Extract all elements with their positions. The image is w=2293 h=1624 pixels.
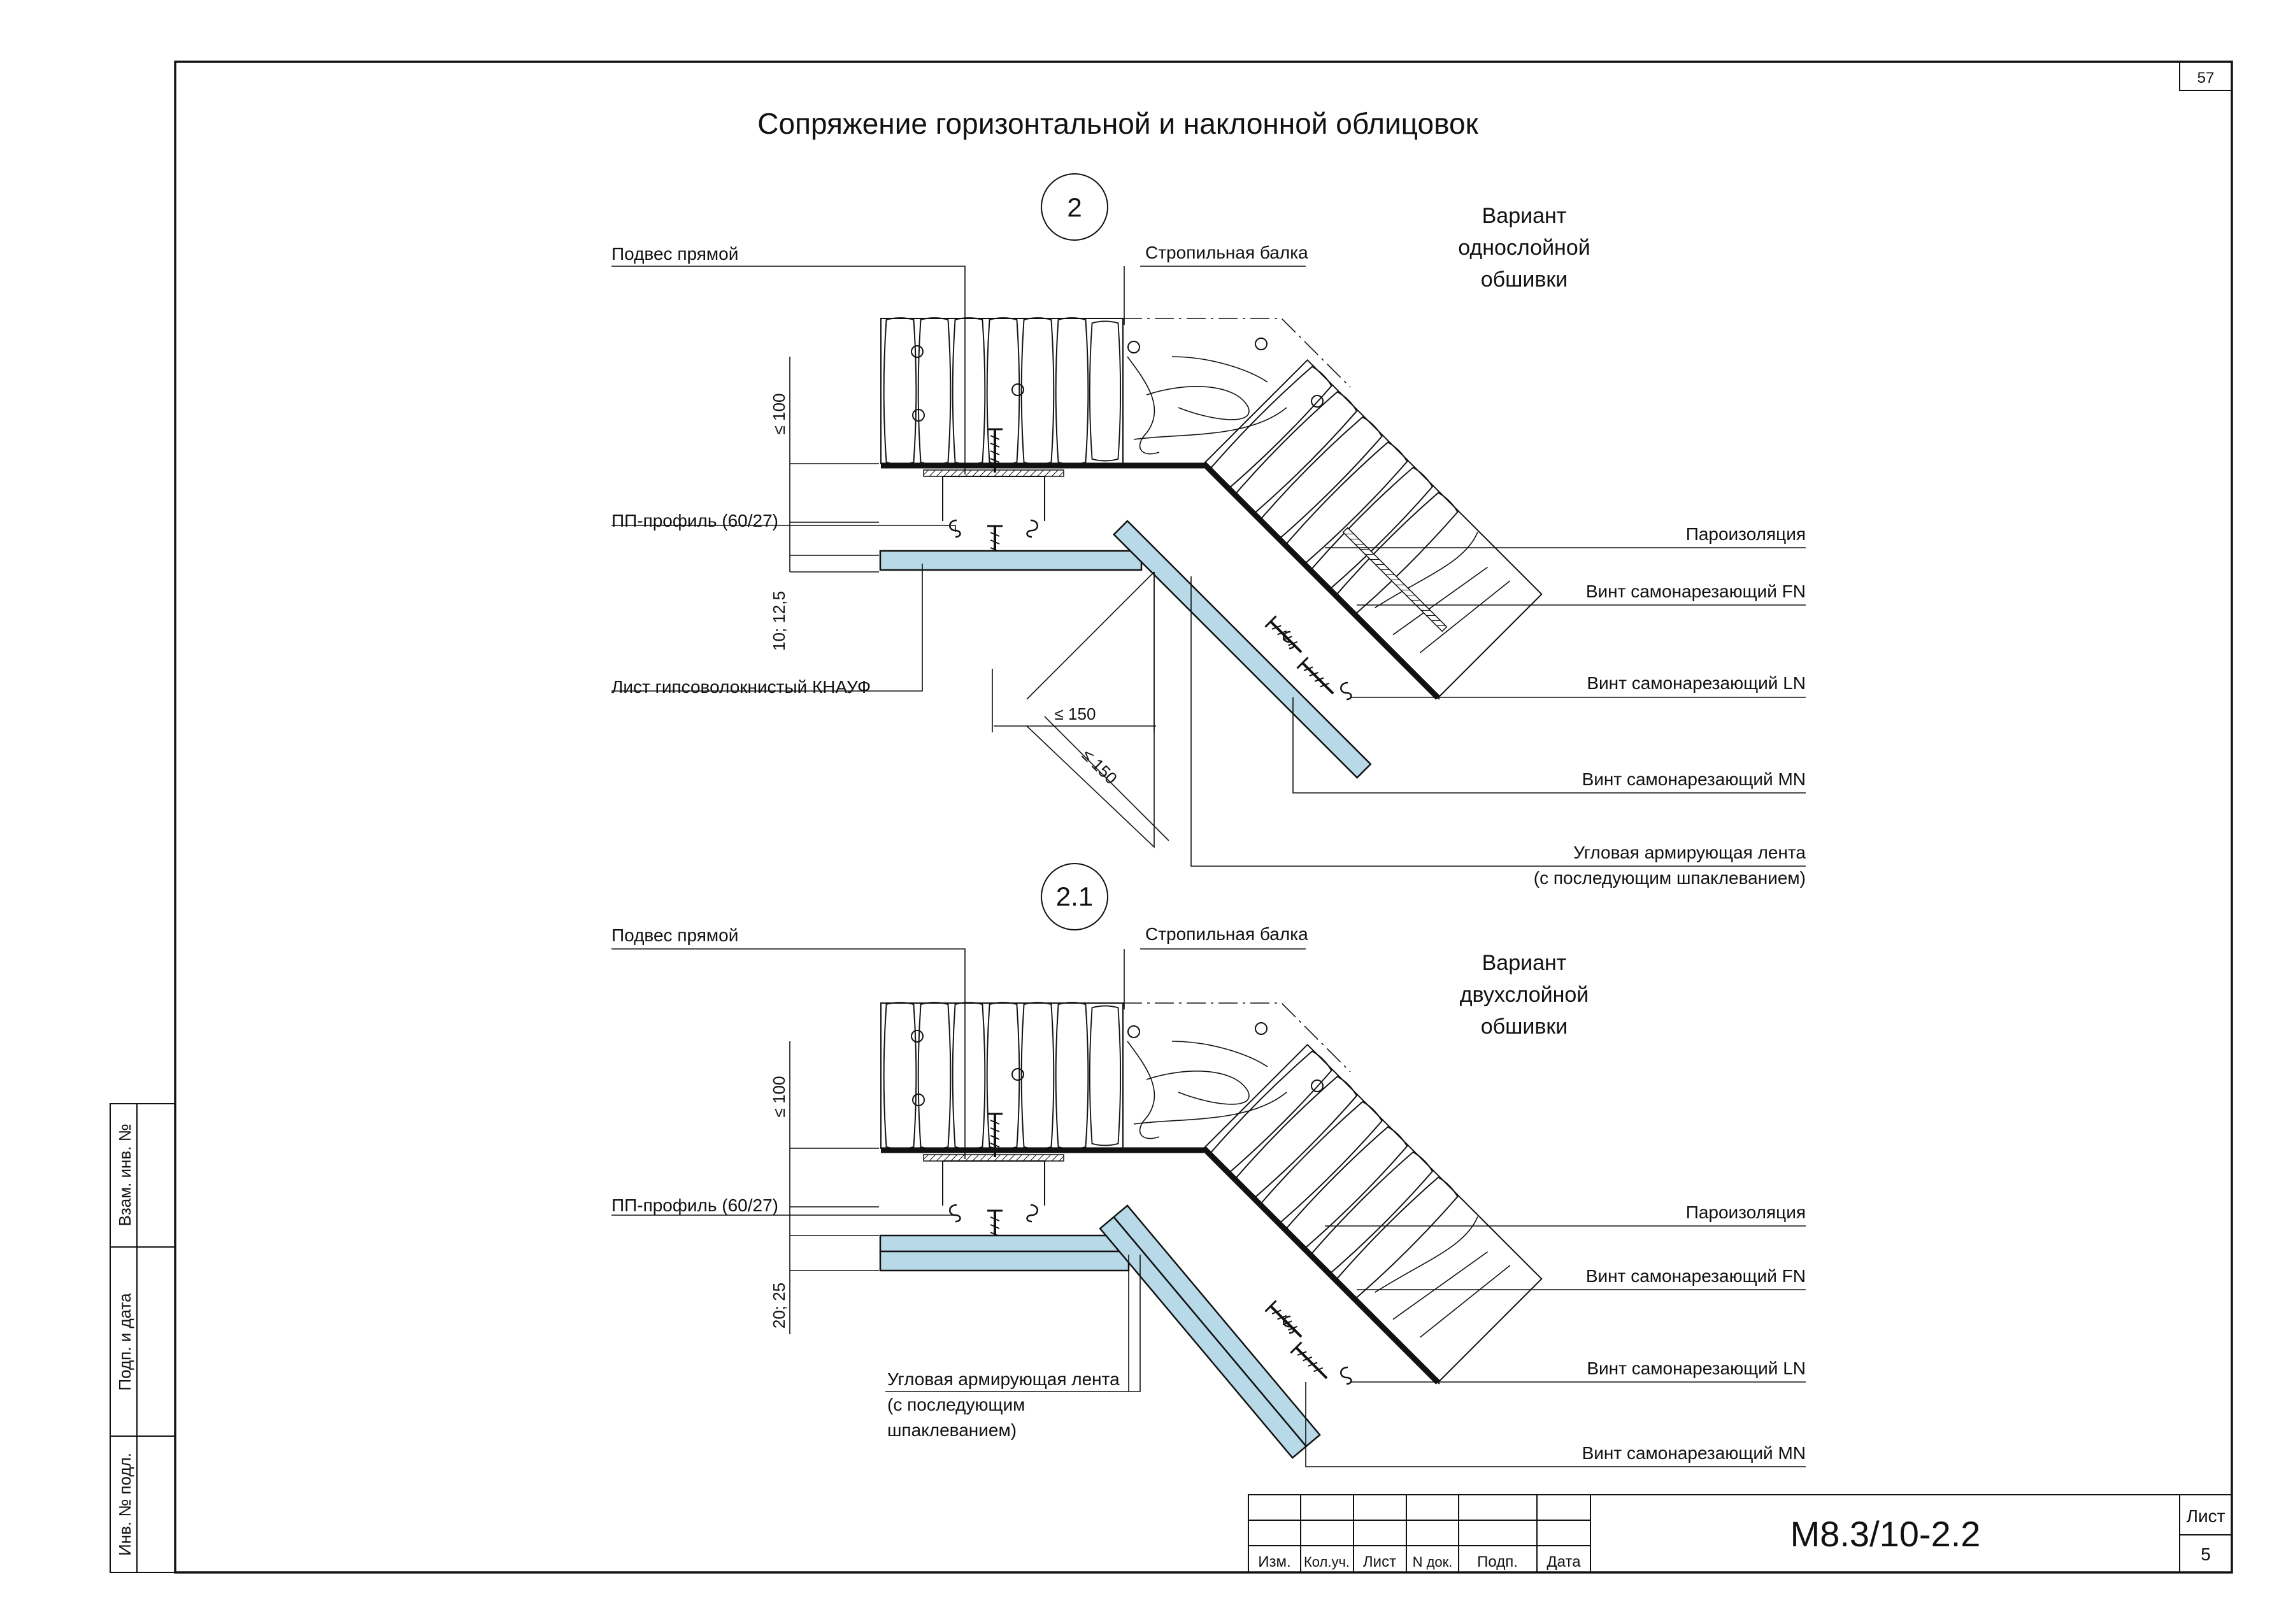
label-profile-2: ПП-профиль (60/27) — [611, 511, 778, 531]
label-screw-mn-2: Винт самонарезающий MN — [1582, 769, 1806, 789]
variant-21-line2: двухслойной — [1460, 983, 1589, 1007]
label-tape-21b: (с последующим — [887, 1395, 1025, 1414]
detail-2-1: 2.1 Подвес прямой Стропильная балка ПП-п… — [611, 863, 1806, 1467]
dim-offset-h-2: ≤ 150 — [1055, 704, 1096, 723]
dim-board-21: 20; 25 — [769, 1283, 789, 1328]
label-profile-21: ПП-профиль (60/27) — [611, 1195, 778, 1215]
tb-sheet-value: 5 — [2201, 1544, 2211, 1564]
page-title: Сопряжение горизонтальной и наклонной об… — [757, 107, 1478, 140]
detail-2-geometry — [881, 318, 1542, 699]
horizontal-board — [879, 550, 1143, 571]
title-block: Изм. Кол.уч. Лист N док. Подп. Дата М8.3… — [1248, 1494, 2232, 1573]
label-screw-fn-2: Винт самонарезающий FN — [1586, 581, 1806, 601]
dim-board-2: 10; 12,5 — [769, 591, 789, 651]
side-stamp-inv: Инв. № подл. — [115, 1453, 134, 1556]
detail-2: 2 Подвес прямой Стропильная балка ПП-про… — [611, 173, 1806, 888]
label-screw-fn-21: Винт самонарезающий FN — [1586, 1266, 1806, 1286]
tb-sheet-label: Лист — [2187, 1506, 2225, 1526]
label-screw-ln-2: Винт самонарезающий LN — [1587, 673, 1806, 693]
label-tape-2b: (с последующим шпаклеванием) — [1534, 868, 1806, 888]
detail-marker-2-1 — [1041, 863, 1108, 930]
variant-2-line1: Вариант — [1482, 204, 1567, 228]
tb-drawing-code: М8.3/10-2.2 — [1790, 1514, 1981, 1554]
detail-marker-2-text: 2 — [1067, 192, 1082, 222]
label-rafter-2: Стропильная балка — [1145, 243, 1308, 262]
variant-21-line3: обшивки — [1481, 1015, 1568, 1039]
side-stamp-replace: Взам. инв. № — [115, 1123, 134, 1226]
side-stamp: Взам. инв. № Подп. и дата Инв. № подл. — [110, 1103, 176, 1573]
label-hanger-21: Подвес прямой — [611, 925, 738, 945]
top-sheet-box — [2179, 61, 2232, 91]
dim-insulation-2: ≤ 100 — [769, 394, 789, 435]
detail-marker-2-1-text: 2.1 — [1056, 881, 1093, 911]
tb-col-sheet: Лист — [1363, 1553, 1396, 1571]
label-vapor-2: Пароизоляция — [1686, 524, 1806, 544]
label-rafter-21: Стропильная балка — [1145, 924, 1308, 944]
label-tape-21c: шпаклеванием) — [887, 1420, 1017, 1440]
tb-col-sign: Подп. — [1477, 1553, 1518, 1571]
variant-2-line2: однослойной — [1458, 236, 1590, 260]
inclined-board — [1113, 520, 1372, 779]
label-hanger-2: Подвес прямой — [611, 244, 738, 264]
variant-21-line1: Вариант — [1482, 951, 1567, 975]
detail-marker-2 — [1041, 173, 1108, 241]
label-vapor-21: Пароизоляция — [1686, 1202, 1806, 1222]
label-screw-mn-21: Винт самонарезающий MN — [1582, 1443, 1806, 1463]
label-tape-2a: Угловая армирующая лента — [1573, 843, 1806, 862]
tb-col-date: Дата — [1547, 1553, 1581, 1571]
tb-col-doc: N док. — [1413, 1554, 1453, 1570]
label-board-2: Лист гипсоволокнистый КНАУФ — [611, 677, 871, 697]
top-sheet-number: 57 — [2197, 69, 2215, 87]
tb-col-qty: Кол.уч. — [1304, 1554, 1350, 1570]
horizontal-double-board — [879, 1250, 1130, 1272]
variant-2-line3: обшивки — [1481, 267, 1568, 292]
dim-insulation-21: ≤ 100 — [769, 1076, 789, 1118]
label-tape-21a: Угловая армирующая лента — [887, 1369, 1120, 1389]
tb-col-rev: Изм. — [1258, 1553, 1290, 1571]
sheet-frame — [174, 61, 2233, 1574]
inclined-double-board — [1099, 1216, 1308, 1459]
label-screw-ln-21: Винт самонарезающий LN — [1587, 1358, 1806, 1378]
side-stamp-sign: Подп. и дата — [115, 1293, 134, 1391]
